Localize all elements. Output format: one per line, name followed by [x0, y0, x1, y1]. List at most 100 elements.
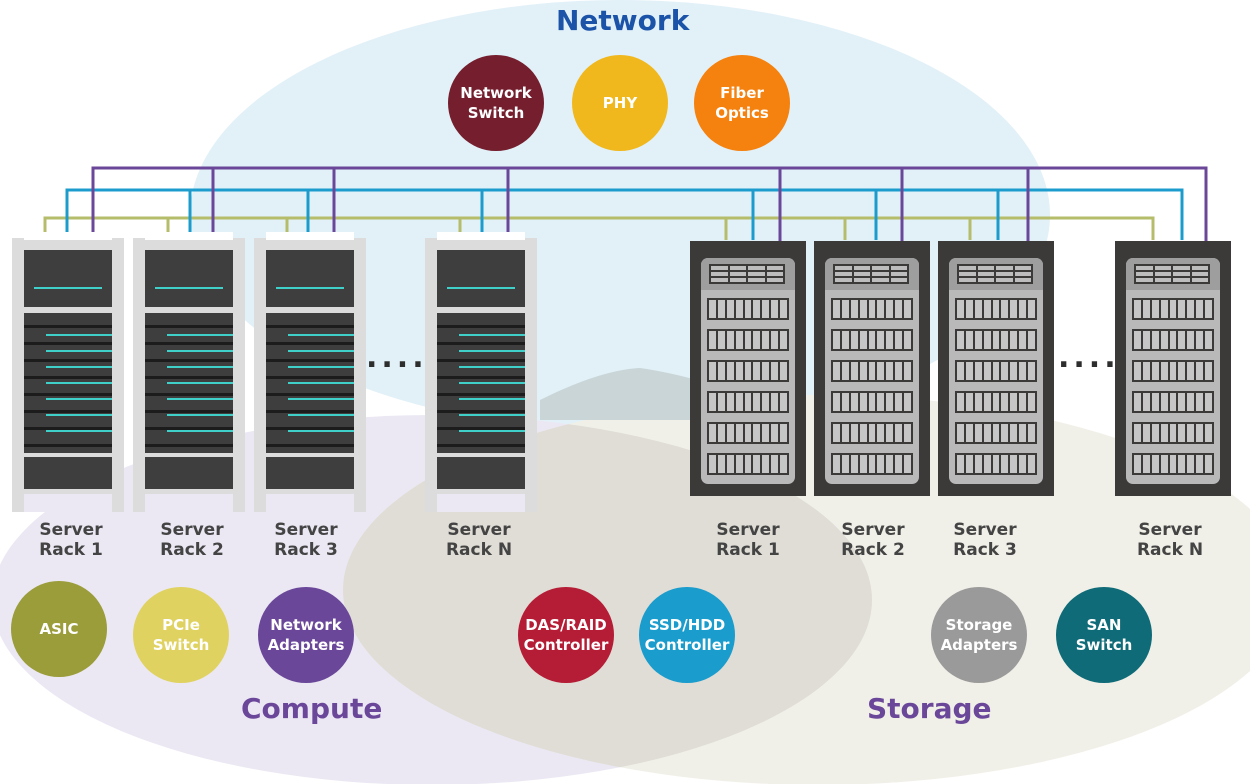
blade-divider [24, 427, 112, 430]
led-line [167, 398, 233, 400]
drive-slot [1134, 455, 1141, 473]
drive-slot [735, 424, 743, 442]
led-line [276, 287, 344, 289]
vent-slot [835, 272, 852, 276]
drive-slot [895, 424, 903, 442]
drive-slot [1001, 362, 1009, 380]
drive-slot [1010, 300, 1018, 318]
led-line [46, 414, 112, 416]
drive-slot [965, 362, 973, 380]
drive-slot [1178, 455, 1186, 473]
blade-divider [145, 376, 233, 379]
drive-slot [1134, 331, 1141, 349]
blade-divider [437, 393, 525, 396]
rack-bottom-panel [145, 457, 233, 489]
drive-slot [1196, 300, 1204, 318]
led-line [167, 366, 233, 368]
blade-divider [266, 410, 354, 413]
drive-slot [965, 455, 973, 473]
drive-slot [1187, 362, 1195, 380]
blade-divider [437, 427, 525, 430]
drive-slot [1205, 455, 1212, 473]
storage-rack-icon [938, 241, 1054, 496]
vent-slot [1191, 278, 1208, 282]
drive-slot [1142, 362, 1150, 380]
vent-grill [957, 264, 1033, 284]
drive-slot [1196, 455, 1204, 473]
vent-slot [872, 266, 889, 270]
drive-slot [771, 331, 779, 349]
drive-slot [895, 455, 903, 473]
drive-slot [1001, 331, 1009, 349]
led-line [167, 334, 233, 336]
vent-slot [996, 278, 1013, 282]
drive-slot [992, 424, 1000, 442]
drive-slot [974, 331, 982, 349]
vent-slot [1191, 272, 1208, 276]
drive-slot [1142, 393, 1150, 411]
rack-label: Server Rack N [445, 520, 513, 560]
vent-slot [872, 272, 889, 276]
drive-slot [753, 331, 761, 349]
drive-slot [771, 424, 779, 442]
led-line [459, 350, 525, 352]
drive-bay [955, 298, 1037, 320]
drive-slot [753, 393, 761, 411]
drive-slot [1142, 455, 1150, 473]
vent-slot [766, 266, 783, 270]
drive-slot [877, 393, 885, 411]
compute-rack-icon [133, 232, 245, 512]
rack-top-panel [145, 250, 233, 307]
drive-slot [868, 362, 876, 380]
blade-divider [145, 325, 233, 328]
led-line [46, 382, 112, 384]
blade-divider [24, 410, 112, 413]
drive-slot [1178, 393, 1186, 411]
led-line [167, 430, 233, 432]
drive-slot [780, 362, 787, 380]
drive-slot [717, 362, 725, 380]
vent-slot [835, 266, 852, 270]
drive-slot [957, 362, 964, 380]
drive-slot [1169, 362, 1177, 380]
drive-slot [877, 300, 885, 318]
vent-slot [1173, 272, 1190, 276]
drive-slot [1151, 393, 1159, 411]
drive-slot [1019, 300, 1027, 318]
drive-slot [904, 362, 911, 380]
rack-base-gap [437, 494, 525, 512]
rack-label: Server Rack 3 [274, 520, 338, 560]
drive-slot [974, 455, 982, 473]
blade-divider [145, 342, 233, 345]
drive-slot [1187, 331, 1195, 349]
blade-divider [266, 359, 354, 362]
das-raid-controller-badge: DAS/RAID Controller [518, 587, 614, 683]
vent-slot [853, 266, 870, 270]
drive-slot [753, 300, 761, 318]
drive-slot [1205, 393, 1212, 411]
drive-slot [744, 362, 752, 380]
storage-dots: .... [1058, 340, 1120, 375]
blade-divider [437, 376, 525, 379]
drive-slot [762, 424, 770, 442]
drive-slot [957, 331, 964, 349]
drive-bay [707, 298, 789, 320]
led-line [288, 414, 354, 416]
drive-bay [831, 391, 913, 413]
drive-slot [735, 331, 743, 349]
led-line [288, 382, 354, 384]
drive-slot [735, 455, 743, 473]
blade-divider [145, 427, 233, 430]
vent-slot [748, 278, 765, 282]
drive-slot [877, 455, 885, 473]
drive-slot [1134, 300, 1141, 318]
compute-rack-icon [12, 232, 124, 512]
rack-top-panel [266, 250, 354, 307]
drive-slot [1142, 300, 1150, 318]
vent-slot [711, 272, 728, 276]
drive-slot [735, 362, 743, 380]
vent-slot [959, 278, 976, 282]
drive-slot [841, 393, 849, 411]
drive-slot [780, 393, 787, 411]
drive-slot [983, 455, 991, 473]
